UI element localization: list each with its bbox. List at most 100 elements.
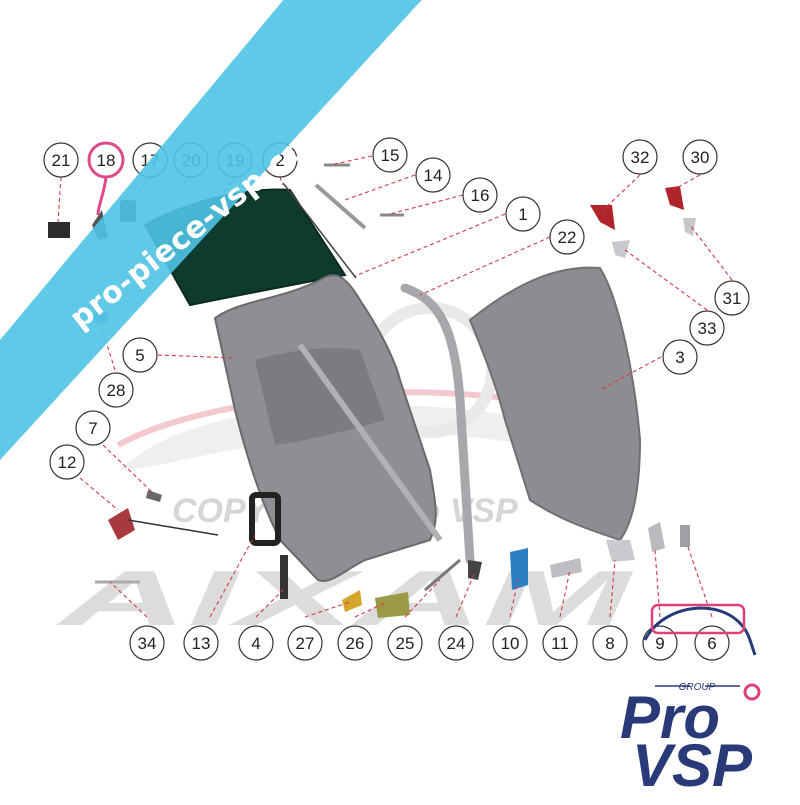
callout-circle bbox=[694, 625, 730, 661]
callout-circle bbox=[372, 137, 408, 173]
callout-28: 28 bbox=[98, 372, 134, 408]
callout-13: 13 bbox=[183, 625, 219, 661]
callout-number: 14 bbox=[424, 166, 443, 185]
callout-7: 7 bbox=[75, 410, 111, 446]
callout-number: 1 bbox=[518, 205, 527, 224]
callout-circle bbox=[622, 139, 658, 175]
callout-number: 34 bbox=[138, 634, 157, 653]
callout-circle bbox=[462, 177, 498, 213]
callout-1: 1 bbox=[505, 196, 541, 232]
logo-vsp-text: VSP bbox=[632, 732, 753, 799]
callout-circle bbox=[387, 625, 423, 661]
callout-25: 25 bbox=[387, 625, 423, 661]
callout-number: 12 bbox=[58, 453, 77, 472]
part-clip-21 bbox=[48, 222, 70, 238]
callout-number: 9 bbox=[655, 634, 664, 653]
part-27 bbox=[342, 590, 362, 612]
callout-number: 4 bbox=[251, 634, 260, 653]
car-windshield-icon bbox=[650, 603, 746, 635]
leader-lines bbox=[57, 155, 733, 618]
part-seal bbox=[282, 182, 357, 279]
part-24 bbox=[468, 560, 482, 580]
callout-number: 24 bbox=[447, 634, 466, 653]
callout-circle bbox=[549, 219, 585, 255]
callout-number: 26 bbox=[346, 634, 365, 653]
brand-logo: GROUP Pro VSP bbox=[620, 603, 761, 799]
callout-16: 16 bbox=[462, 177, 498, 213]
callout-number: 5 bbox=[135, 346, 144, 365]
callout-12: 12 bbox=[49, 444, 85, 480]
callout-circle bbox=[415, 157, 451, 193]
callout-circle bbox=[505, 196, 541, 232]
highlight-arrow-icon bbox=[96, 176, 108, 216]
callout-18: 18 bbox=[87, 141, 125, 216]
logo-group-text: GROUP bbox=[679, 682, 716, 693]
callout-circle bbox=[287, 625, 323, 661]
callout-circle bbox=[183, 625, 219, 661]
callout-number: 27 bbox=[296, 634, 315, 653]
callout-number: 25 bbox=[396, 634, 415, 653]
callout-26: 26 bbox=[337, 625, 373, 661]
callout-circle bbox=[542, 625, 578, 661]
callout-number: 10 bbox=[501, 634, 520, 653]
callout-6: 6 bbox=[694, 625, 730, 661]
callout-number: 31 bbox=[723, 289, 742, 308]
callout-number: 28 bbox=[107, 381, 126, 400]
callout-number: 13 bbox=[192, 634, 211, 653]
callout-11: 11 bbox=[542, 625, 578, 661]
callout-number: 22 bbox=[558, 228, 577, 247]
callout-circle bbox=[492, 625, 528, 661]
callout-34: 34 bbox=[129, 625, 165, 661]
part-10 bbox=[510, 548, 528, 590]
callout-number: 2 bbox=[275, 151, 284, 170]
part-strip-4 bbox=[280, 555, 288, 599]
callout-number: 11 bbox=[551, 634, 569, 653]
part-strut-14 bbox=[314, 183, 367, 230]
callout-number: 32 bbox=[631, 148, 650, 167]
callout-circle bbox=[662, 339, 698, 375]
callout-number: 3 bbox=[675, 348, 684, 367]
callout-number: 8 bbox=[605, 634, 614, 653]
callout-21: 21 bbox=[43, 142, 79, 178]
parts bbox=[48, 163, 696, 618]
callout-number: 33 bbox=[698, 319, 717, 338]
callout-circle bbox=[642, 625, 678, 661]
callout-circle bbox=[49, 444, 85, 480]
part-6 bbox=[680, 525, 690, 547]
callout-circle bbox=[592, 625, 628, 661]
callout-5: 5 bbox=[122, 337, 158, 373]
callout-number: 6 bbox=[707, 634, 716, 653]
part-brace-rod bbox=[297, 343, 443, 542]
callout-10: 10 bbox=[492, 625, 528, 661]
logo-accent-icon bbox=[743, 683, 761, 701]
callout-circle bbox=[75, 410, 111, 446]
callout-33: 33 bbox=[689, 310, 725, 346]
part-frame-13 bbox=[249, 492, 281, 546]
callout-15: 15 bbox=[372, 137, 408, 173]
callout-32: 32 bbox=[622, 139, 658, 175]
callout-number: 16 bbox=[471, 186, 490, 205]
part-light-30 bbox=[665, 186, 684, 210]
callout-14: 14 bbox=[415, 157, 451, 193]
part-bracket-31 bbox=[683, 218, 696, 236]
callout-circle bbox=[43, 142, 79, 178]
part-8 bbox=[606, 540, 635, 562]
callout-circle bbox=[682, 139, 718, 175]
callout-9: 9 bbox=[642, 625, 678, 661]
callout-circle bbox=[689, 310, 725, 346]
part-bracket-33 bbox=[612, 240, 630, 258]
callout-8: 8 bbox=[592, 625, 628, 661]
part-25 bbox=[424, 558, 461, 592]
logo-pro-text: Pro bbox=[620, 684, 720, 751]
callout-circle bbox=[238, 625, 274, 661]
part-hood bbox=[468, 266, 642, 542]
callout-circle bbox=[98, 372, 134, 408]
part-pillar-tube bbox=[400, 283, 475, 565]
callout-number: 18 bbox=[97, 151, 116, 170]
part-cable-12 bbox=[127, 519, 219, 536]
callout-4: 4 bbox=[238, 625, 274, 661]
callout-24: 24 bbox=[438, 625, 474, 661]
callout-number: 30 bbox=[691, 148, 710, 167]
callout-22: 22 bbox=[549, 219, 585, 255]
